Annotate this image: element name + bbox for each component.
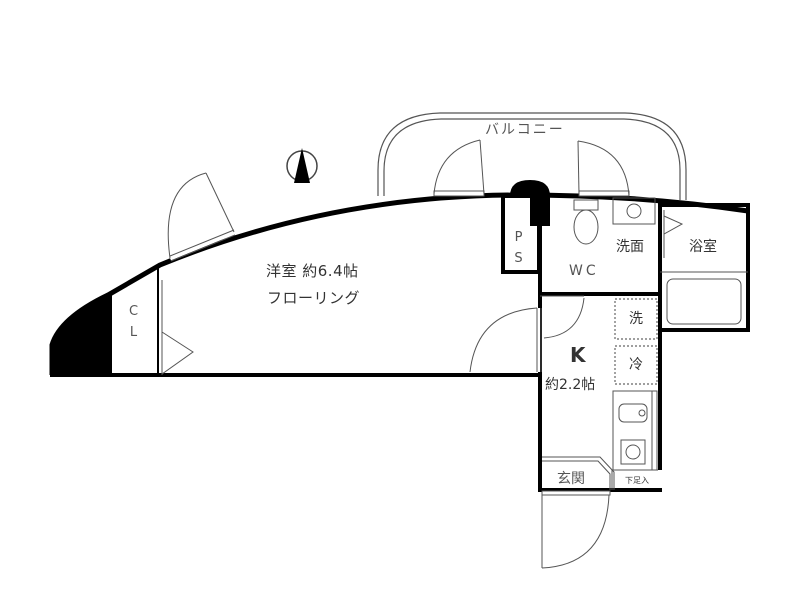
bathroom-label: 浴室 [689, 239, 717, 255]
fridge-space-label: 冷 [629, 357, 643, 373]
balcony-label: バルコニー [485, 122, 565, 138]
kitchen-label: K [570, 343, 586, 367]
top-wall [49, 192, 749, 375]
western-room-label: 洋室 約6.4帖 [266, 262, 359, 280]
left-wall-fill [52, 292, 112, 375]
shoe-box-label: 下足入 [625, 476, 649, 485]
north-arrow-icon [286, 148, 318, 183]
toilet-label: WC [569, 263, 599, 279]
entrance-label: 玄関 [557, 471, 585, 487]
western-room-floor-label: フローリング [267, 289, 361, 307]
closet-label: CL [126, 304, 141, 346]
balcony-outline [377, 112, 687, 200]
kitchen-size-label: 約2.2帖 [545, 377, 596, 393]
washroom-label: 洗面 [616, 239, 644, 255]
pipe-space-label: PS [511, 230, 526, 272]
washer-space-label: 洗 [629, 311, 643, 327]
